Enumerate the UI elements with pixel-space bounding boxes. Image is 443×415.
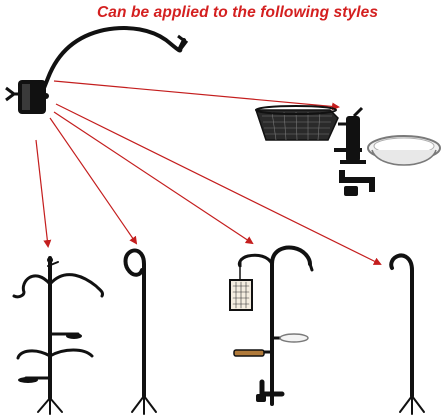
single-shepherd-hook	[123, 248, 157, 415]
arrow-to-four-arm-pole	[35, 139, 52, 248]
four-arm-garden-pole	[12, 256, 104, 415]
headline: Can be applied to the following styles	[97, 4, 379, 21]
plain-shepherd-hook	[389, 253, 425, 415]
arrow-to-feeder-station	[53, 111, 254, 245]
arrows	[35, 80, 382, 265]
arrow-to-plain-hook	[55, 103, 382, 265]
hanger-hook-with-clamp	[5, 26, 189, 114]
mesh-tray-and-bowl-clamp-mount	[254, 105, 441, 196]
arrow-to-tray	[53, 80, 340, 111]
double-hook-feeder-station	[229, 245, 314, 406]
arrow-to-shepherd-hook	[49, 117, 138, 245]
